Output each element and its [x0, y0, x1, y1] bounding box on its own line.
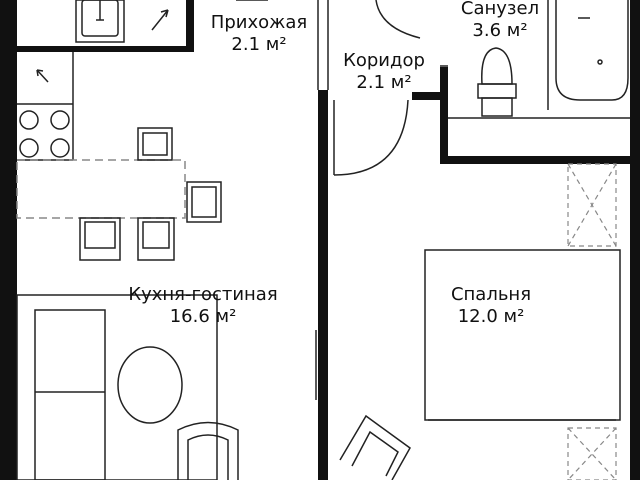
chairs: [79, 127, 222, 261]
room-name: Коридор: [343, 50, 425, 71]
room-area: 12.0 м²: [457, 306, 525, 327]
sofa: [16, 294, 218, 480]
sink-icon: [75, 0, 125, 43]
wall-hall-top-right: [186, 0, 194, 52]
room-name: Спальня: [450, 284, 532, 305]
stove-icon: [19, 110, 70, 158]
dining-table: [16, 159, 186, 219]
wardrobe-bottom: [567, 427, 617, 480]
hall-arrow-icon: [151, 9, 169, 31]
room-label-corridor: Коридор 2.1 м²: [328, 50, 440, 94]
partitions: [317, 0, 630, 119]
room-name: Прихожая: [210, 12, 308, 33]
wall-left-outer: [0, 0, 17, 480]
room-area: 16.6 м²: [169, 306, 237, 327]
chair-right: [186, 181, 222, 223]
armchair: [177, 421, 239, 480]
room-area: 2.1 м²: [356, 72, 412, 93]
room-area: 3.6 м²: [472, 20, 528, 41]
coffee-table: [117, 346, 183, 424]
wall-bath-left: [440, 67, 448, 163]
counter-arrow-icon: [36, 69, 49, 83]
room-label-bedroom: Спальня 12.0 м²: [430, 284, 552, 328]
chair-bottom-right: [137, 217, 175, 261]
bedroom-armchair: [339, 414, 411, 480]
wall-center-vertical: [318, 90, 328, 480]
room-label-bathroom: Санузел 3.6 м²: [444, 0, 556, 42]
wall-bath-bottom: [440, 156, 640, 164]
chair-top: [137, 127, 173, 161]
room-name: Кухня-гостиная: [128, 284, 278, 305]
wall-right-edge: [630, 0, 640, 480]
chair-bottom-left: [79, 217, 121, 261]
room-label-hall: Прихожая 2.1 м²: [196, 12, 322, 56]
room-name: Санузел: [460, 0, 540, 19]
bathtub-icon: [555, 0, 629, 101]
wall-corridor-stub: [412, 92, 442, 100]
room-area: 2.1 м²: [231, 34, 287, 55]
bed: [424, 249, 621, 421]
wall-kitchen-top: [17, 46, 187, 52]
room-label-kitchen: Кухня-гостиная 16.6 м²: [96, 284, 310, 328]
corridor-door: [333, 99, 409, 176]
wardrobe-top: [567, 163, 617, 247]
toilet-icon: [477, 47, 517, 117]
bathroom-door-arc: [375, 0, 421, 39]
kitchen-counter: [17, 52, 74, 161]
